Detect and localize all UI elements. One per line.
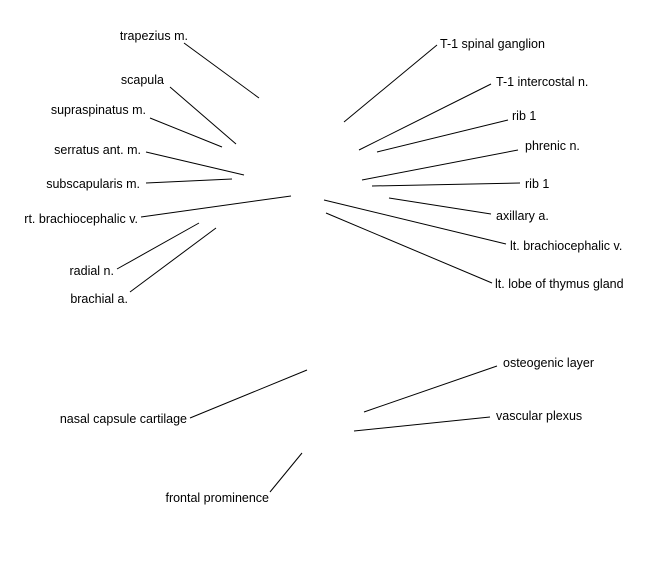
label-t1-intercostal: T-1 intercostal n.	[496, 75, 589, 89]
label-t1-ganglion: T-1 spinal ganglion	[440, 37, 545, 51]
label-frontal: frontal prominence	[165, 491, 269, 505]
label-lt-brachiocephalic: lt. brachiocephalic v.	[510, 239, 623, 253]
label-rt-brachiocephalic: rt. brachiocephalic v.	[24, 212, 138, 226]
leader-line-subscapularis	[145, 178, 233, 184]
leader-line-rt-brachiocephalic	[140, 195, 292, 218]
leader-line-vascular	[353, 416, 491, 432]
leader-line-phrenic	[361, 149, 519, 181]
leader-line-scapula	[169, 86, 237, 145]
leader-line-rib1-upper	[376, 119, 509, 153]
leader-line-osteogenic	[363, 365, 498, 413]
label-osteogenic: osteogenic layer	[503, 356, 595, 370]
label-nasal-capsule: nasal capsule cartilage	[59, 412, 187, 426]
label-radial: radial n.	[69, 264, 114, 278]
leader-line-trapezius	[183, 42, 260, 99]
leader-line-serratus	[145, 151, 245, 176]
leader-line-radial	[116, 222, 200, 270]
leader-line-lt-brachiocephalic	[323, 199, 507, 245]
label-phrenic: phrenic n.	[525, 139, 580, 153]
leader-line-t1-ganglion	[343, 44, 438, 123]
leader-line-rib1-lower	[371, 182, 521, 187]
label-thymus: lt. lobe of thymus gland	[495, 277, 624, 291]
leader-line-nasal-capsule	[189, 369, 308, 419]
leader-line-t1-intercostal	[358, 83, 492, 151]
label-vascular: vascular plexus	[496, 409, 583, 423]
label-rib1-upper: rib 1	[512, 109, 537, 123]
leader-line-axillary	[388, 197, 492, 215]
label-rib1-lower: rib 1	[525, 177, 550, 191]
leader-line-supraspinatus	[149, 117, 223, 148]
label-trapezius: trapezius m.	[119, 29, 188, 43]
label-supraspinatus: supraspinatus m.	[50, 103, 146, 117]
leader-line-frontal	[269, 452, 303, 493]
label-axillary: axillary a.	[496, 209, 549, 223]
label-serratus: serratus ant. m.	[54, 143, 141, 157]
leader-line-brachial	[129, 227, 217, 293]
label-brachial: brachial a.	[70, 292, 128, 306]
leader-line-thymus	[325, 212, 493, 284]
label-subscapularis: subscapularis m.	[46, 177, 140, 191]
label-scapula: scapula	[120, 73, 164, 87]
